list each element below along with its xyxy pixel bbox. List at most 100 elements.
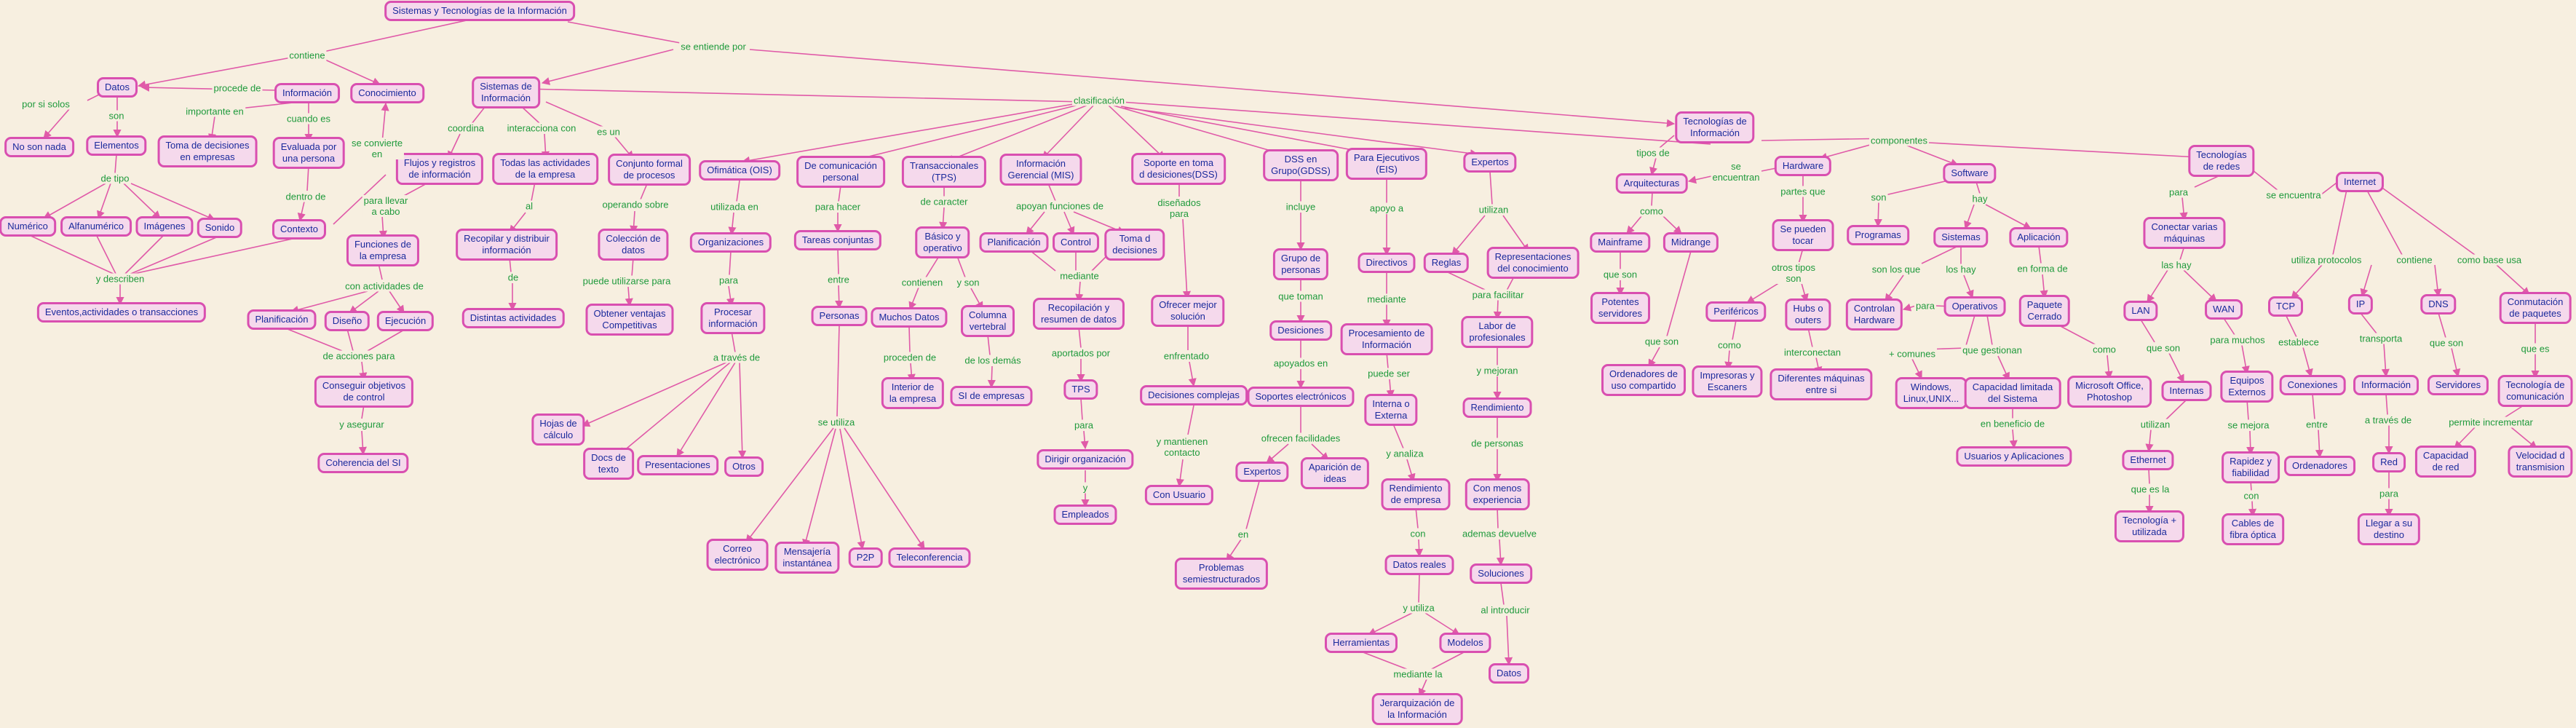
node-arquitecturas[interactable]: Arquitecturas: [1615, 173, 1688, 194]
node-planificacion2[interactable]: Planificación: [979, 232, 1049, 253]
node-labor-profesionales[interactable]: Labor de profesionales: [1461, 316, 1534, 348]
node-capacidad-limitada[interactable]: Capacidad limitada del Sistema: [1964, 377, 2061, 409]
node-interior-empresa[interactable]: Interior de la empresa: [881, 377, 945, 409]
node-aplicacion[interactable]: Aplicación: [2009, 227, 2069, 248]
node-informacion2[interactable]: Información: [2353, 375, 2419, 395]
node-transaccionales[interactable]: Transaccionales (TPS): [901, 156, 987, 188]
node-midrange[interactable]: Midrange: [1662, 232, 1719, 253]
node-tcp[interactable]: TCP: [2268, 296, 2303, 317]
node-capacidad-red[interactable]: Capacidad de red: [2414, 446, 2477, 478]
node-dns[interactable]: DNS: [2420, 294, 2457, 314]
node-paquete-cerrado[interactable]: Paquete Cerrado: [2018, 295, 2071, 327]
node-eis[interactable]: Para Ejecutivos (EIS): [1345, 148, 1428, 180]
node-servidores[interactable]: Servidores: [2427, 375, 2489, 395]
node-docs-texto[interactable]: Docs de texto: [583, 448, 634, 480]
node-red[interactable]: Red: [2372, 452, 2406, 472]
node-rendimiento-empresa[interactable]: Rendimiento de empresa: [1381, 478, 1451, 510]
node-datos-reales[interactable]: Datos reales: [1384, 555, 1454, 575]
node-soportes-electronicos[interactable]: Soportes electrónicos: [1247, 387, 1355, 407]
node-representaciones[interactable]: Representaciones del conocimiento: [1486, 247, 1580, 279]
node-mis[interactable]: Información Gerencial (MIS): [999, 154, 1082, 186]
node-con-usuario[interactable]: Con Usuario: [1144, 485, 1214, 505]
node-usuarios-aplicaciones[interactable]: Usuarios y Aplicaciones: [1956, 446, 2072, 467]
node-imagenes[interactable]: Imágenes: [135, 216, 194, 237]
node-reglas[interactable]: Reglas: [1423, 253, 1470, 273]
node-personas[interactable]: Personas: [811, 306, 868, 326]
node-soluciones[interactable]: Soluciones: [1470, 563, 1532, 584]
node-si-empresas[interactable]: SI de empresas: [950, 386, 1033, 406]
node-contexto[interactable]: Contexto: [272, 219, 327, 240]
node-rapidez[interactable]: Rapidez y fiabilidad: [2222, 451, 2280, 483]
node-diferentes-maquinas[interactable]: Diferentes máquinas entre si: [1769, 368, 1873, 400]
node-potentes-servidores[interactable]: Potentes servidores: [1590, 292, 1650, 324]
node-conocimiento[interactable]: Conocimiento: [350, 83, 424, 103]
node-evaluada-por[interactable]: Evaluada por una persona: [272, 137, 345, 169]
node-tec-redes[interactable]: Tecnologías de redes: [2188, 145, 2255, 177]
node-obtener-ventajas[interactable]: Obtener ventajas Competitivas: [585, 304, 674, 336]
node-p2p[interactable]: P2P: [848, 547, 883, 568]
node-ordenadores[interactable]: Ordenadores: [2284, 456, 2355, 476]
node-ip[interactable]: IP: [2347, 294, 2374, 314]
node-directivos[interactable]: Directivos: [1358, 253, 1416, 273]
node-ejecucion[interactable]: Ejecución: [376, 311, 435, 331]
node-gdss[interactable]: DSS en Grupo(GDSS): [1263, 149, 1339, 181]
node-aparicion-ideas[interactable]: Aparición de ideas: [1300, 457, 1370, 489]
node-controlan-hardware[interactable]: Controlan Hardware: [1845, 298, 1903, 331]
node-decisiones-complejas[interactable]: Decisiones complejas: [1140, 385, 1248, 405]
node-mainframe[interactable]: Mainframe: [1590, 232, 1651, 253]
node-interna-externa[interactable]: Interna o Externa: [1364, 394, 1418, 426]
node-muchos-datos[interactable]: Muchos Datos: [871, 307, 948, 328]
node-se-pueden-tocar[interactable]: Se pueden tocar: [1772, 219, 1834, 251]
node-problemas-semi[interactable]: Problemas semiestructurados: [1174, 558, 1269, 590]
node-recopilar[interactable]: Recopilar y distribuir información: [456, 229, 558, 261]
node-expertos[interactable]: Expertos: [1463, 152, 1517, 173]
node-grupo-personas[interactable]: Grupo de personas: [1272, 248, 1329, 280]
node-conectar-maquinas[interactable]: Conectar varias máquinas: [2143, 217, 2226, 249]
node-mensajeria[interactable]: Mensajería instantánea: [774, 542, 840, 574]
node-modelos[interactable]: Modelos: [1439, 633, 1491, 653]
node-ofimatica[interactable]: Ofimática (OIS): [699, 160, 780, 181]
node-no-son-nada[interactable]: No son nada: [4, 137, 74, 157]
node-correo[interactable]: Correo electrónico: [706, 539, 769, 571]
node-recopilacion-resumen[interactable]: Recopilación y resumen de datos: [1032, 298, 1125, 330]
node-expertos2[interactable]: Expertos: [1235, 462, 1289, 482]
node-wan[interactable]: WAN: [2205, 299, 2243, 320]
node-llegar-destino[interactable]: Llegar a su destino: [2357, 513, 2421, 545]
node-elementos[interactable]: Elementos: [86, 135, 147, 156]
node-desiciones[interactable]: Desiciones: [1269, 320, 1332, 341]
node-internas[interactable]: Internas: [2161, 381, 2212, 401]
node-hardware[interactable]: Hardware: [1774, 156, 1832, 176]
node-todas-actividades[interactable]: Todas las actividades de la empresa: [492, 153, 598, 185]
node-lan[interactable]: LAN: [2123, 301, 2158, 321]
node-distintas-actividades[interactable]: Distintas actividades: [461, 308, 565, 328]
node-toma-d-decisiones[interactable]: Toma d decisiones: [1104, 229, 1165, 261]
node-ordenadores-compartido[interactable]: Ordenadores de uso compartido: [1601, 364, 1686, 396]
node-tec-info[interactable]: Tecnologías de Información: [1675, 111, 1755, 143]
node-impresoras[interactable]: Impresoras y Escaners: [1692, 365, 1763, 397]
node-datos2[interactable]: Datos: [1489, 663, 1529, 684]
node-tecnologia-utilizada[interactable]: Tecnología + utilizada: [2114, 510, 2185, 542]
node-coleccion-datos[interactable]: Colección de datos: [598, 229, 669, 261]
node-coherencia[interactable]: Coherencia del SI: [317, 453, 409, 473]
node-sistemas-info[interactable]: Sistemas de Información: [472, 76, 540, 108]
node-planificacion[interactable]: Planificación: [247, 309, 317, 330]
node-sistemas[interactable]: Sistemas: [1933, 227, 1989, 248]
node-tareas-conjuntas[interactable]: Tareas conjuntas: [793, 230, 882, 250]
node-ms-office[interactable]: Microsoft Office, Photoshop: [2067, 376, 2152, 408]
node-dss[interactable]: Soporte en toma d desiciones(DSS): [1131, 153, 1226, 185]
node-conexiones[interactable]: Conexiones: [2279, 375, 2346, 395]
node-programas[interactable]: Programas: [1847, 225, 1909, 245]
node-toma-decisiones-empresas[interactable]: Toma de decisiones en empresas: [157, 135, 258, 167]
node-conmutacion[interactable]: Conmutación de paquetes: [2499, 292, 2572, 324]
node-rendimiento[interactable]: Rendimiento: [1462, 397, 1532, 418]
node-comunicacion-personal[interactable]: De comunicación personal: [796, 156, 885, 188]
node-hojas-calculo[interactable]: Hojas de cálculo: [531, 414, 585, 446]
node-perifericos[interactable]: Periféricos: [1705, 301, 1767, 322]
node-cables-fibra[interactable]: Cables de fibra óptica: [2222, 513, 2284, 545]
node-numerico[interactable]: Numérico: [0, 216, 56, 237]
node-conjunto-formal[interactable]: Conjunto formal de procesos: [608, 154, 691, 186]
node-internet[interactable]: Internet: [2335, 172, 2385, 192]
node-funciones-empresa[interactable]: Funciones de la empresa: [346, 234, 420, 266]
node-dirigir-organizacion[interactable]: Dirigir organización: [1037, 449, 1134, 470]
node-presentaciones[interactable]: Presentaciones: [637, 455, 718, 475]
